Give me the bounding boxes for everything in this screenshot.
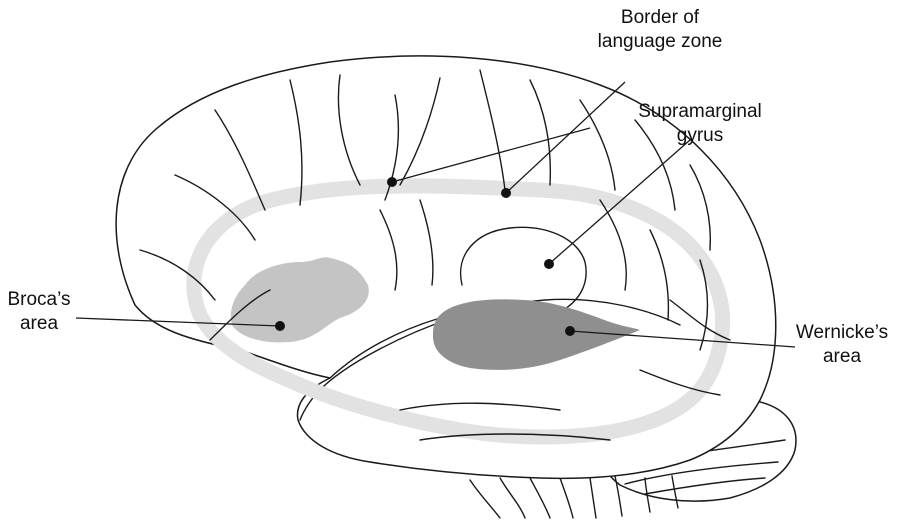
label-supramarginal-gyrus: Supramarginal gyrus: [600, 100, 800, 148]
label-supramarginal-line1: Supramarginal: [600, 100, 800, 124]
supramarginal-dot: [544, 259, 554, 269]
border-dot-right: [501, 188, 511, 198]
label-wernicke-area: Wernicke’s area: [782, 321, 902, 369]
label-broca-line1: Broca’s: [0, 288, 78, 312]
label-border-line1: Border of: [570, 6, 750, 30]
label-broca-line2: area: [0, 312, 78, 336]
broca-dot: [275, 321, 285, 331]
border-dot-left: [387, 177, 397, 187]
label-supramarginal-line2: gyrus: [600, 124, 800, 148]
label-border-of-language-zone: Border of language zone: [570, 6, 750, 54]
label-wernicke-line2: area: [782, 345, 902, 369]
wernicke-dot: [565, 326, 575, 336]
label-border-line2: language zone: [570, 30, 750, 54]
label-wernicke-line1: Wernicke’s: [782, 321, 902, 345]
label-broca-area: Broca’s area: [0, 288, 78, 336]
